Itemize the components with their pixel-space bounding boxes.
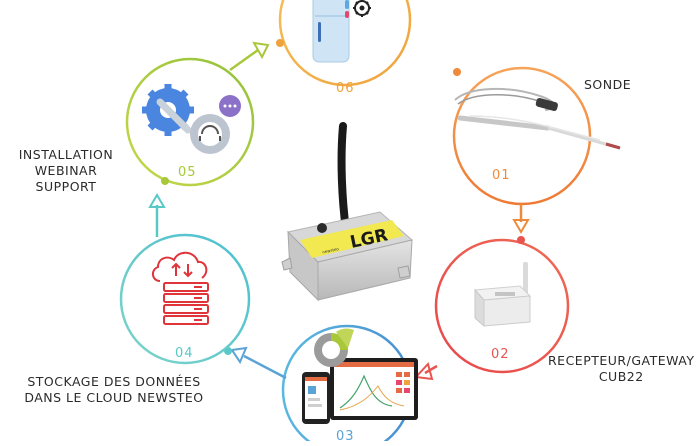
arrow-05-06 [229, 41, 270, 72]
fridge-settings-icon [312, 0, 371, 63]
arrow-03-04 [224, 346, 287, 380]
step-06-number: 06 [336, 81, 355, 96]
step-05-node: 05 [125, 57, 255, 187]
step-01-label: SONDE [584, 77, 632, 92]
cloud-server-icon [152, 251, 209, 325]
step-05-number: 05 [178, 165, 197, 180]
temperature-probe-image [454, 88, 621, 150]
step-04-label: STOCKAGE DES DONNÉES DANS LE CLOUD NEWST… [24, 374, 204, 405]
step-02-number: 02 [491, 347, 510, 362]
lgr-brand: newsteo [322, 246, 340, 255]
step-03-node: 03 [281, 324, 418, 446]
laptop-dashboard-image [302, 328, 418, 424]
step-04-node: 04 [119, 233, 251, 365]
gear-wrench-support-icon [142, 84, 241, 154]
arrow-02-03 [413, 361, 438, 381]
lgr-device-image: LGR newsteo [281, 122, 414, 302]
step-06-node: 06 [276, 0, 412, 96]
step-05-label: INSTALLATION WEBINAR SUPPORT [18, 147, 114, 194]
arrow-01-02 [512, 204, 530, 234]
arrow-04-05 [148, 193, 166, 237]
gateway-box-image [473, 262, 532, 328]
step-03-number: 03 [336, 429, 355, 441]
step-01-number: 01 [492, 168, 511, 183]
step-04-number: 04 [175, 346, 194, 361]
step-02-node: 02 [434, 236, 570, 374]
step-02-label: RECEPTEUR/GATEWAY CUB22 [548, 353, 695, 384]
